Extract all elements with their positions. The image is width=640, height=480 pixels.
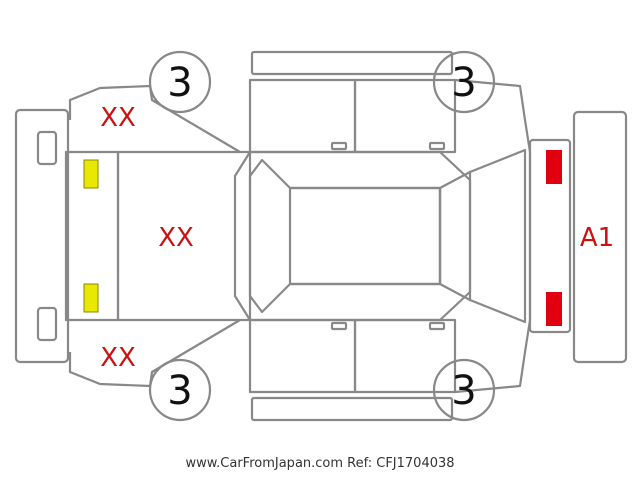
tire-front-left-ring (148, 50, 212, 114)
tire-front-right-ring (148, 358, 212, 422)
front-bumper (14, 108, 70, 364)
rear-quarter (454, 78, 532, 394)
door-rear-bottom (353, 318, 457, 394)
rear-bumper (572, 110, 628, 364)
windshield (248, 158, 442, 314)
taillight-bottom (546, 292, 562, 326)
door-handle (428, 321, 446, 331)
door-front-bottom (248, 318, 357, 394)
car-outline (14, 50, 628, 422)
door-handle (428, 141, 446, 151)
taillight-top (546, 150, 562, 184)
headlight-top (83, 159, 99, 189)
roof (288, 186, 442, 286)
tire-rear-right-ring (432, 358, 496, 422)
reference-footer: www.CarFromJapan.com Ref: CFJ1704038 (185, 456, 455, 471)
damage-mark-rear: A1 (580, 223, 614, 253)
door-rear-top (353, 78, 457, 154)
front-fender-top (68, 84, 241, 153)
side-skirt-bottom (250, 396, 454, 422)
front-fender-bottom (68, 319, 241, 388)
rear-window (438, 170, 472, 302)
door-front-top (248, 78, 357, 154)
tire-rear-right-rating: 3 (451, 368, 476, 414)
headlight-bottom (83, 283, 99, 313)
door-handle (330, 141, 348, 151)
front-bumper-slot-top (36, 130, 58, 166)
door-handle (330, 321, 348, 331)
damage-mark-front-corner-bottom: XX (100, 343, 136, 373)
tire-rear-left-rating: 3 (451, 60, 476, 106)
cabin-outline (233, 150, 472, 322)
front-bumper-slot-bottom (36, 306, 58, 342)
tire-front-right-rating: 3 (167, 368, 192, 414)
tire-front-left-rating: 3 (167, 60, 192, 106)
side-skirt-top (250, 50, 454, 76)
tire-rear-left-ring (432, 50, 496, 114)
damage-mark-front-corner-top: XX (100, 103, 136, 133)
taillight-panel (528, 138, 572, 334)
damage-mark-hood: XX (158, 223, 194, 253)
trunk-lid (469, 148, 527, 324)
